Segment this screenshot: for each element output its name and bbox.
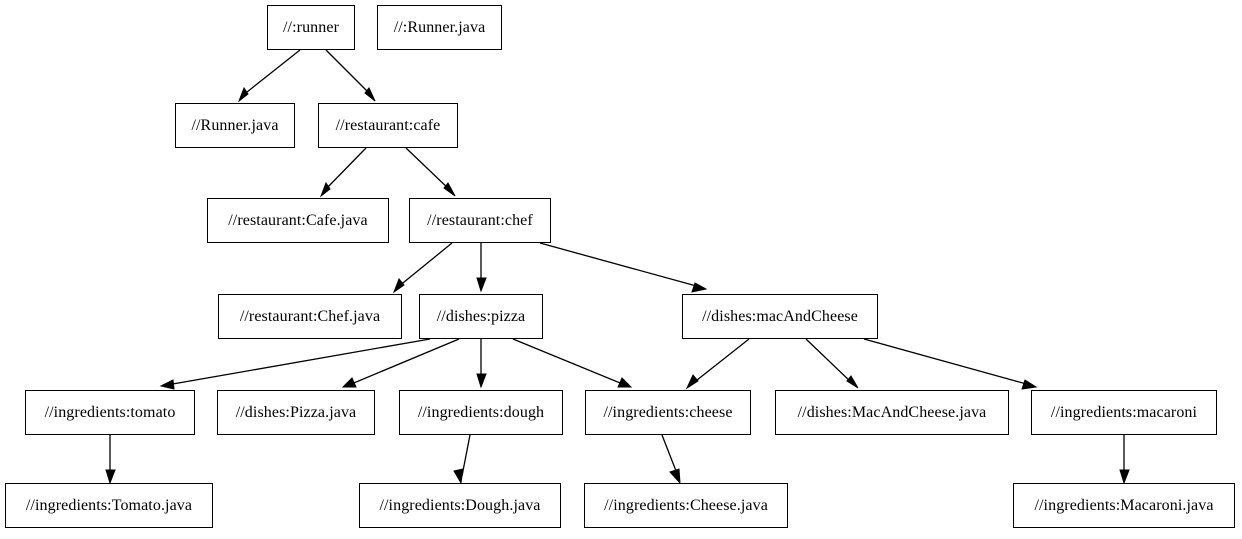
arrowhead-icon <box>392 278 405 294</box>
graph-node-ing_macaroni[interactable]: //ingredients:macaroni <box>1031 390 1217 435</box>
graph-edge <box>661 434 681 485</box>
graph-node-label: //dishes:macAndCheese <box>702 307 858 325</box>
graph-node-dishes_mac_java[interactable]: //dishes:MacAndCheese.java <box>775 390 1009 435</box>
graph-edge <box>237 49 301 103</box>
graph-node-runner_java_root[interactable]: //:Runner.java <box>377 5 502 50</box>
graph-edge <box>863 338 1038 390</box>
graph-edge <box>476 339 487 389</box>
graph-node-label: //ingredients:Tomato.java <box>25 496 193 514</box>
graph-node-restaurant_chef_java[interactable]: //restaurant:Chef.java <box>218 294 402 339</box>
graph-node-label: //ingredients:macaroni <box>1050 403 1198 421</box>
arrowhead-icon <box>669 468 681 485</box>
graph-edge <box>405 147 456 197</box>
graph-node-label: //dishes:pizza <box>436 307 526 325</box>
graph-edge <box>476 243 487 293</box>
arrowhead-icon <box>617 377 633 388</box>
edge-line <box>461 434 471 477</box>
arrowhead-icon <box>364 87 376 102</box>
arrowhead-icon <box>319 181 331 198</box>
graph-node-label: //ingredients:Macaroni.java <box>1034 496 1214 514</box>
edge-line <box>166 338 431 386</box>
graph-edge <box>341 338 460 388</box>
graph-edge <box>512 338 633 388</box>
graph-node-label: //ingredients:Cheese.java <box>604 496 768 514</box>
graph-edge <box>685 338 750 390</box>
edge-line <box>512 338 626 386</box>
graph-edge <box>105 435 116 485</box>
graph-node-label: //restaurant:chef <box>427 211 533 229</box>
edge-line <box>348 338 460 386</box>
graph-node-ing_macaroni_java[interactable]: //ingredients:Macaroni.java <box>1013 483 1235 528</box>
arrowhead-icon <box>1021 379 1038 390</box>
edge-line <box>405 147 452 192</box>
graph-node-label: //restaurant:cafe <box>335 116 441 134</box>
edge-line <box>661 434 679 477</box>
graph-edge <box>325 49 376 102</box>
graph-edge <box>805 338 859 389</box>
arrowhead-icon <box>846 375 859 389</box>
edge-line <box>241 49 301 97</box>
graph-node-label: //:runner <box>283 18 339 36</box>
graph-node-restaurant_cafe[interactable]: //restaurant:cafe <box>318 103 458 148</box>
arrowhead-icon <box>476 373 487 389</box>
graph-edge <box>539 242 708 293</box>
edge-line <box>325 49 373 97</box>
graph-node-dishes_pizza[interactable]: //dishes:pizza <box>419 294 543 339</box>
graph-node-ing_cheese_java[interactable]: //ingredients:Cheese.java <box>584 483 788 528</box>
edge-line <box>805 338 854 385</box>
graph-node-ing_cheese[interactable]: //ingredients:cheese <box>585 390 751 435</box>
arrowhead-icon <box>105 469 116 485</box>
arrowhead-icon <box>159 379 175 390</box>
arrowhead-icon <box>691 282 708 293</box>
arrowhead-icon <box>685 374 699 390</box>
edge-line <box>397 242 453 288</box>
edge-line <box>691 338 750 385</box>
graph-node-label: //ingredients:cheese <box>603 403 733 421</box>
graph-node-ing_dough[interactable]: //ingredients:dough <box>399 390 563 435</box>
graph-node-restaurant_chef[interactable]: //restaurant:chef <box>409 198 551 243</box>
graph-edge <box>159 338 431 390</box>
graph-node-label: //ingredients:tomato <box>44 403 176 421</box>
graph-node-label: //dishes:MacAndCheese.java <box>797 403 987 421</box>
graph-node-label: //restaurant:Chef.java <box>239 307 381 325</box>
graph-edge <box>1119 435 1130 485</box>
graph-node-label: //Runner.java <box>191 116 279 134</box>
arrowhead-icon <box>1119 469 1130 485</box>
graph-node-runner_java[interactable]: //Runner.java <box>175 103 295 148</box>
arrowhead-icon <box>341 377 357 388</box>
graph-node-dishes_pizza_java[interactable]: //dishes:Pizza.java <box>217 390 375 435</box>
arrowhead-icon <box>443 182 456 197</box>
graph-node-label: //dishes:Pizza.java <box>235 403 357 421</box>
graph-node-restaurant_cafe_java[interactable]: //restaurant:Cafe.java <box>207 198 389 243</box>
edge-line <box>323 147 367 192</box>
graph-node-label: //restaurant:Cafe.java <box>228 211 368 229</box>
graph-node-label: //:Runner.java <box>393 18 486 36</box>
graph-edge <box>319 147 367 198</box>
graph-node-ing_dough_java[interactable]: //ingredients:Dough.java <box>359 483 561 528</box>
graph-edge <box>392 242 453 294</box>
arrowhead-icon <box>453 468 464 485</box>
graph-edge <box>453 434 471 485</box>
graph-node-runner[interactable]: //:runner <box>267 5 355 50</box>
arrowhead-icon <box>476 277 487 293</box>
graph-node-ing_tomato[interactable]: //ingredients:tomato <box>25 390 195 435</box>
edge-line <box>539 242 701 288</box>
graph-node-label: //ingredients:Dough.java <box>379 496 541 514</box>
edge-line <box>863 338 1031 386</box>
graph-node-label: //ingredients:dough <box>417 403 545 421</box>
graph-node-ing_tomato_java[interactable]: //ingredients:Tomato.java <box>5 483 213 528</box>
arrowhead-icon <box>237 86 249 103</box>
graph-node-dishes_macandcheese[interactable]: //dishes:macAndCheese <box>682 294 878 339</box>
